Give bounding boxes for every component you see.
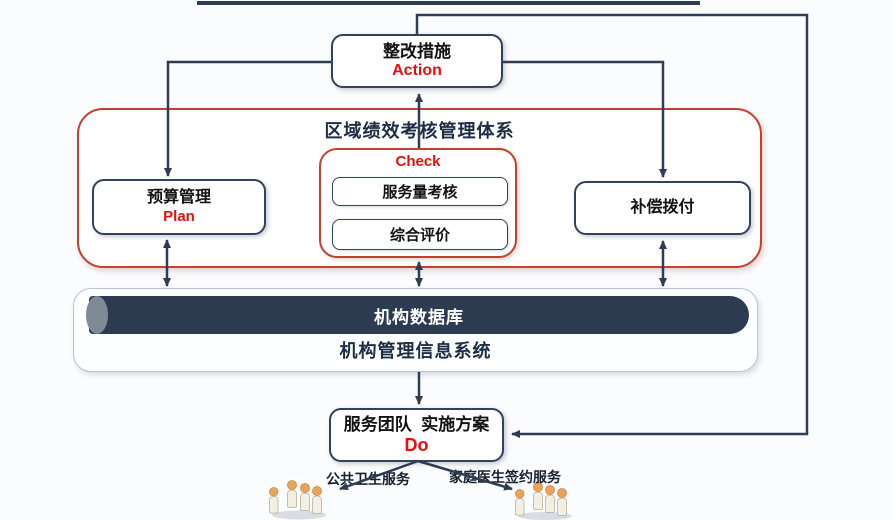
do-box-title: 服务团队 实施方案 — [343, 415, 490, 435]
do-box-tag: Do — [404, 435, 429, 456]
comprehensive-evaluation-box: 综合评价 — [332, 219, 508, 250]
family-doctor-service-label: 家庭医生签约服务 — [449, 469, 561, 485]
do-box: 服务团队 实施方案 Do — [329, 408, 504, 462]
plan-box-tag: Plan — [163, 208, 195, 226]
public-health-service-label: 公共卫生服务 — [326, 471, 410, 487]
compensation-box: 补偿拨付 — [574, 181, 751, 235]
service-volume-assessment-box: 服务量考核 — [332, 177, 508, 206]
action-box: 整改措施 Action — [331, 34, 503, 88]
people-group-icon — [269, 480, 326, 520]
info-system-label: 机构管理信息系统 — [339, 341, 492, 361]
plan-box-title: 预算管理 — [146, 189, 211, 207]
check-group: Check 服务量考核 综合评价 — [319, 148, 517, 258]
check-group-tag: Check — [395, 153, 441, 170]
database-cylinder-cap — [86, 296, 108, 334]
plan-box: 预算管理 Plan — [92, 179, 266, 235]
action-box-title: 整改措施 — [383, 42, 451, 62]
database-cylinder: 机构数据库 — [86, 296, 749, 334]
compensation-box-title: 补偿拨付 — [630, 199, 695, 216]
assessment-system-title: 区域绩效考核管理体系 — [324, 121, 515, 141]
people-group-icon — [515, 482, 572, 520]
institution-info-system-container: 机构数据库 机构管理信息系统 — [73, 288, 758, 372]
database-label: 机构数据库 — [374, 307, 464, 327]
action-box-tag: Action — [392, 62, 442, 80]
